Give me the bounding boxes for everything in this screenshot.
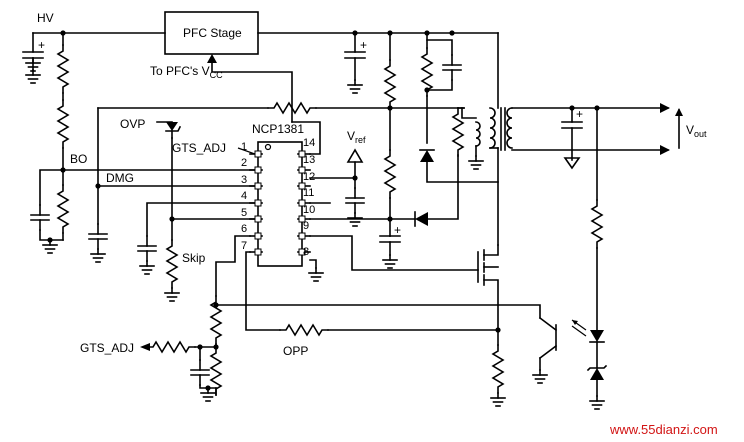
pin-1-label: 1 xyxy=(241,141,247,153)
pin-14-label: 14 xyxy=(303,137,315,149)
pin4-capacitor xyxy=(137,202,256,275)
snubber-clamp xyxy=(419,32,499,183)
hv-label: HV xyxy=(37,11,54,25)
pin-9-label: 9 xyxy=(303,220,309,232)
pin-4-label: 4 xyxy=(241,190,247,202)
gts-adj-label-bottom: GTS_ADJ xyxy=(80,341,134,355)
to-pfc-vcc-label: To PFC's VCC xyxy=(150,64,223,80)
pin-10-line xyxy=(309,202,391,220)
pin-12-label: 12 xyxy=(303,171,315,183)
vref-label: Vref xyxy=(347,129,366,145)
pin-6-label: 6 xyxy=(241,223,247,235)
svg-text:+: + xyxy=(360,38,367,52)
pfc-stage-block: PFC Stage To PFC's VCC xyxy=(150,11,293,123)
pin-13-label: 13 xyxy=(303,154,315,166)
transformer xyxy=(452,32,513,246)
vout-label: Vout xyxy=(686,123,707,139)
dmg-label: DMG xyxy=(106,171,134,185)
svg-text:+: + xyxy=(576,107,583,121)
power-mosfet xyxy=(309,235,501,333)
hv-rail: HV xyxy=(32,11,499,36)
pin-7-label: 7 xyxy=(241,240,247,252)
pin14-vcc xyxy=(291,121,321,155)
ovp-label: OVP xyxy=(120,117,145,131)
opto-coupler xyxy=(215,304,587,384)
opp-label: OPP xyxy=(283,344,308,358)
chip-label: NCP1381 xyxy=(252,122,304,136)
vcc-supply: + xyxy=(379,32,459,269)
pin8-ground xyxy=(308,259,324,282)
pin-11-label: 11 xyxy=(303,187,314,199)
top-capacitor: + xyxy=(344,32,367,94)
watermark-text: www.55dianzi.com xyxy=(609,422,718,437)
gts-adj-label-top: GTS_ADJ xyxy=(172,141,226,155)
pin-2-label: 2 xyxy=(241,157,247,169)
bo-label: BO xyxy=(70,152,87,166)
vref-node: Vref xyxy=(309,129,366,227)
pin-10-label: 10 xyxy=(303,204,315,216)
output-section: + Vout xyxy=(511,103,707,410)
pin-8-label: 8 xyxy=(303,246,309,258)
svg-text:+: + xyxy=(394,223,401,237)
pin-5-label: 5 xyxy=(241,207,247,219)
svg-text:+: + xyxy=(38,38,45,52)
bulk-capacitor: + xyxy=(22,32,45,84)
bo-divider: BO xyxy=(30,32,256,254)
skip-label: Skip xyxy=(182,251,206,265)
opp-network: OPP xyxy=(245,251,506,407)
pin-3-label: 3 xyxy=(241,174,247,186)
ovp-network: OVP Skip GTS_ADJ xyxy=(120,117,256,302)
pfc-stage-label: PFC Stage xyxy=(183,26,242,40)
gts-adj-network: GTS_ADJ xyxy=(80,235,251,402)
ncp1381-ic: NCP1381 1 2 3 xyxy=(241,122,315,267)
